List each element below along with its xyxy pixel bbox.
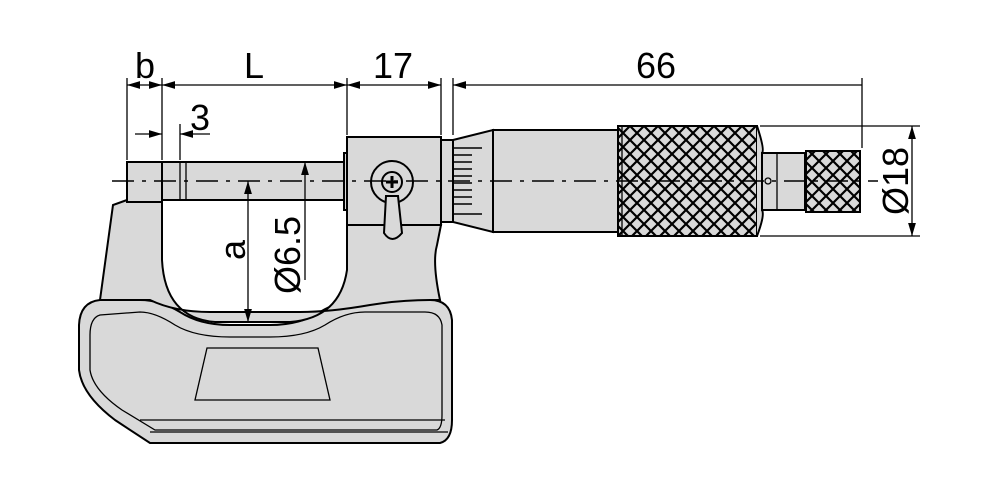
extension-lines bbox=[126, 78, 920, 237]
dim-spindle-diameter-label: Ø6.5 bbox=[267, 216, 308, 294]
dim-17-label: 17 bbox=[373, 45, 413, 86]
anvil bbox=[126, 161, 163, 203]
dim-L-label: L bbox=[244, 45, 264, 86]
frame-label-window bbox=[194, 347, 331, 401]
dim-66-label: 66 bbox=[636, 45, 676, 86]
frame bbox=[98, 161, 443, 323]
dim-thimble-diameter-label: Ø18 bbox=[875, 147, 916, 215]
dim-3-label: 3 bbox=[190, 97, 210, 138]
dimension-lines bbox=[127, 81, 916, 322]
dim-a-label: a bbox=[212, 239, 253, 260]
lock-lever[interactable] bbox=[370, 160, 414, 240]
dim-b-label: b bbox=[135, 45, 155, 86]
